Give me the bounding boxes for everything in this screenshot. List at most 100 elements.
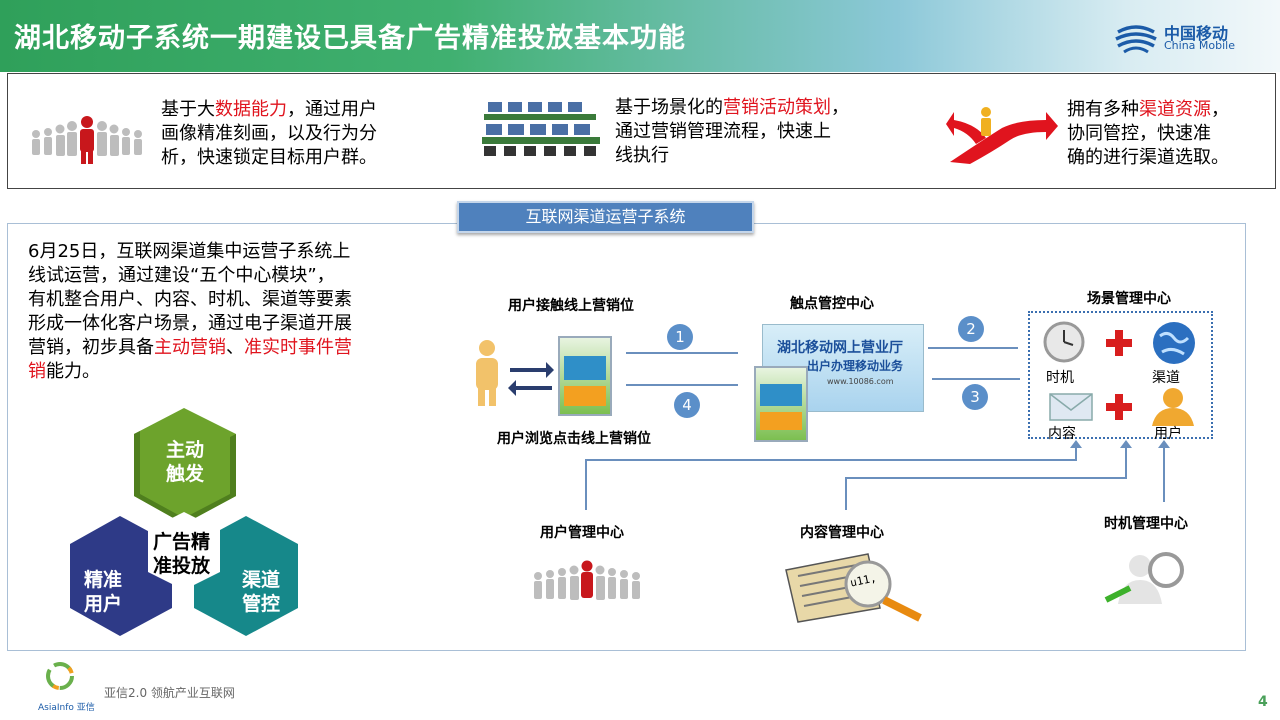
phone-block-1 xyxy=(564,386,606,406)
hex-right-line-1: 渠道 xyxy=(242,569,281,591)
exchange-arrows-icon xyxy=(508,362,554,396)
system-description: 6月25日，互联网渠道集中运营子系统上 线试运营，通过建设“五个中心模块”， 有… xyxy=(28,240,352,384)
hexagon-diagram xyxy=(70,408,298,636)
clock-icon xyxy=(1043,321,1085,363)
phone-screen-2 xyxy=(754,366,808,442)
step-2-badge: 2 xyxy=(958,316,984,342)
desc-line-2: 线试运营，通过建设“五个中心模块”， xyxy=(28,265,335,286)
arrow-1-line xyxy=(626,352,738,354)
feature-1-post: ，通过用户 xyxy=(287,99,377,120)
hex-right-line-2: 管控 xyxy=(242,593,281,615)
hex-center xyxy=(148,512,220,590)
feature-1-line2: 画像精准刻画，以及行为分 xyxy=(161,123,377,144)
step-1-badge: 1 xyxy=(667,324,693,350)
hex-center-label: 广告精准投放 xyxy=(153,530,210,578)
bottom-connectors xyxy=(585,440,1170,510)
phone-block-2 xyxy=(760,412,802,430)
system-tab: 互联网渠道运营子系统 xyxy=(457,201,754,233)
feature-1-pre: 基于大 xyxy=(161,99,215,120)
page-title: 湖北移动子系统一期建设已具备广告精准投放基本功能 xyxy=(14,23,686,54)
envelope-icon xyxy=(1049,393,1093,421)
time-label: 时机 xyxy=(1046,370,1074,386)
scene-center-label: 场景管理中心 xyxy=(1087,291,1171,307)
feature-3-line3: 确的进行渠道选取。 xyxy=(1067,147,1229,168)
hex-top-label: 主动触发 xyxy=(166,438,204,486)
hex-top-line-2: 触发 xyxy=(166,463,205,485)
desc-highlight-1: 主动营销 xyxy=(154,337,226,358)
hex-left-line-2: 用户 xyxy=(84,593,123,615)
desc-line-5: 营销，初步具备 xyxy=(28,337,154,358)
channel-label: 渠道 xyxy=(1152,370,1180,386)
china-mobile-icon xyxy=(1115,25,1157,54)
plus-icon-bottom xyxy=(1106,394,1132,420)
feature-box xyxy=(7,73,1276,189)
china-mobile-logo: 中国移动 China Mobile xyxy=(1112,18,1262,58)
feature-3-text: 拥有多种渠道资源， 协同管控，快速准 确的进行渠道选取。 xyxy=(1067,98,1229,170)
feature-2-highlight: 营销活动策划 xyxy=(723,97,831,118)
content-document-icon xyxy=(785,553,922,623)
user-headset-icon xyxy=(1152,388,1194,426)
plus-icon-top xyxy=(1106,330,1132,356)
footer-slogan: 亚信2.0 领航产业互联网 xyxy=(104,686,235,700)
feature-3-highlight: 渠道资源 xyxy=(1139,99,1211,120)
desc-highlight-3: 销 xyxy=(28,361,46,382)
user-browse-label: 用户浏览点击线上营销位 xyxy=(497,431,651,447)
user-mgmt-label: 用户管理中心 xyxy=(540,525,624,541)
desc-line-4: 形成一体化客户场景，通过电子渠道开展 xyxy=(28,313,352,334)
hex-left-segment xyxy=(70,516,172,636)
magnifier-person-icon xyxy=(1104,552,1184,604)
desc-highlight-2: 准实时事件营 xyxy=(244,337,352,358)
user-figure-icon xyxy=(476,340,498,406)
step-4-badge: 4 xyxy=(674,392,700,418)
timing-mgmt-label: 时机管理中心 xyxy=(1104,516,1188,532)
banner-subtitle: 出户办理移动业务 xyxy=(807,359,904,373)
desc-line-6: 能力。 xyxy=(46,361,100,382)
globe-icon xyxy=(1153,322,1195,364)
feature-2-line3: 线执行 xyxy=(615,145,669,166)
content-label: 内容 xyxy=(1048,426,1076,442)
asiainfo-logo-icon xyxy=(46,662,74,690)
content-mgmt-label: 内容管理中心 xyxy=(800,525,884,541)
desc-line-1: 6月25日，互联网渠道集中运营子系统上 xyxy=(28,241,351,262)
touch-center-label: 触点管控中心 xyxy=(790,296,874,312)
feature-3-pre: 拥有多种 xyxy=(1067,99,1139,120)
feature-3-line2: 协同管控，快速准 xyxy=(1067,123,1211,144)
logo-text-en: China Mobile xyxy=(1164,39,1236,52)
hex-center-line-1: 广告精 xyxy=(153,531,211,553)
asiainfo-brand: AsiaInfo 亚信 xyxy=(38,703,95,713)
hex-center-line-2: 准投放 xyxy=(153,555,211,577)
crowd-red-person-icon xyxy=(32,116,142,164)
hex-left-label: 精准用户 xyxy=(84,568,122,616)
feature-2-line2: 通过营销管理流程，快速上 xyxy=(615,121,831,142)
phone-screen-1 xyxy=(558,336,612,416)
hex-top-line-1: 主动 xyxy=(166,439,205,461)
feature-2-pre: 基于场景化的 xyxy=(615,97,723,118)
page-number: 4 xyxy=(1258,694,1268,710)
feature-2-post: ， xyxy=(831,97,849,118)
phone-banner-2 xyxy=(760,384,802,406)
banner-title: 湖北移动网上营业厅 xyxy=(777,340,903,356)
header-bar: 湖北移动子系统一期建设已具备广告精准投放基本功能 中国移动 China Mobi… xyxy=(0,0,1280,72)
feature-2-text: 基于场景化的营销活动策划， 通过营销管理流程，快速上 线执行 xyxy=(615,96,849,168)
desc-sep: 、 xyxy=(226,337,244,358)
feature-1-line3: 析，快速锁定目标用户群。 xyxy=(161,147,377,168)
arrow-4-line xyxy=(626,384,738,386)
hex-left-line-1: 精准 xyxy=(84,569,123,591)
logo-text-cn: 中国移动 xyxy=(1164,24,1229,43)
scene-center-box xyxy=(1028,311,1213,439)
user-crowd-icon xyxy=(534,560,640,600)
step-3-badge: 3 xyxy=(962,384,988,410)
arrow-3-line xyxy=(932,378,1020,380)
crossroads-arrow-icon xyxy=(946,107,1058,164)
desc-line-3: 有机整合用户、内容、时机、渠道等要素 xyxy=(28,289,352,310)
hex-top-segment xyxy=(134,408,236,524)
hex-right-label: 渠道管控 xyxy=(242,568,280,616)
user-label: 用户 xyxy=(1154,426,1182,442)
user-touch-label: 用户接触线上营销位 xyxy=(508,298,634,314)
feature-1-text: 基于大数据能力，通过用户 画像精准刻画，以及行为分 析，快速锁定目标用户群。 xyxy=(161,98,377,170)
banner-url: www.10086.com xyxy=(827,377,894,386)
meeting-room-icon xyxy=(482,102,600,156)
arrow-2-line xyxy=(928,347,1018,349)
feature-1-highlight: 数据能力 xyxy=(215,99,287,120)
feature-3-post: ， xyxy=(1211,99,1229,120)
